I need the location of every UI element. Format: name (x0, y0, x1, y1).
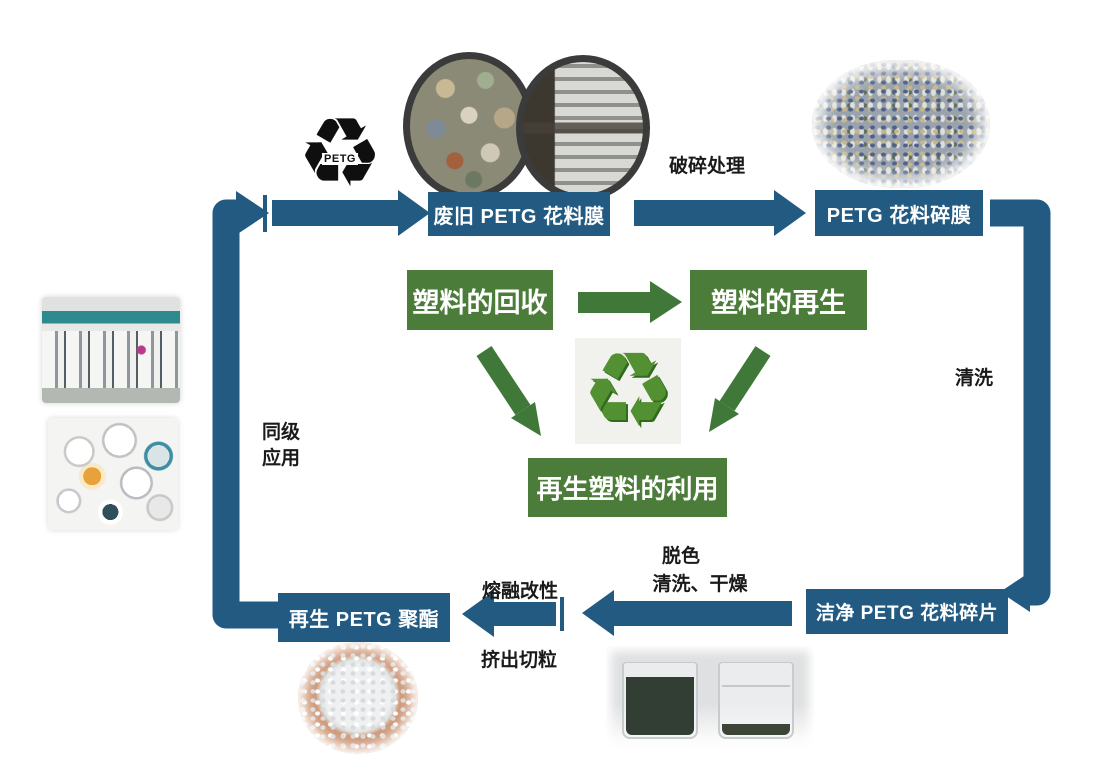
petg-recycle-symbol-icon: ♻ PETG (288, 106, 392, 202)
flow-melt-arrow-shaft (492, 602, 556, 626)
waterline (722, 685, 790, 687)
node-waste-petg-film: 废旧 PETG 花料膜 (428, 192, 610, 236)
flow-melt-arrow-tick (560, 597, 564, 631)
flow-top-arrow-tick (263, 195, 267, 232)
label-wash-dry: 清洗、干燥 (652, 574, 748, 595)
flow-left-elbow-arrow (212, 199, 292, 629)
photo-label-rolls (48, 418, 178, 530)
dark-liquid (626, 677, 694, 735)
flow-top-arrowhead (398, 190, 430, 236)
node-plastic-regeneration: 塑料的再生 (690, 270, 867, 330)
node-crushed-petg-film: PETG 花料碎膜 (815, 190, 983, 236)
photo-printing-press (42, 297, 180, 403)
label-crushing: 破碎处理 (668, 156, 745, 177)
flow-top-arrow-shaft (272, 200, 398, 226)
sediment (722, 724, 790, 735)
photo-baled-waste (516, 55, 650, 201)
flow-right-elbow-arrowhead (1000, 572, 1030, 612)
label-same-grade-line1: 同级 (261, 422, 300, 443)
green-recycle-arrows-icon: ♻ (575, 338, 681, 444)
label-melt-modification: 熔融改性 (481, 581, 558, 602)
green-mid-arrowhead (650, 281, 682, 323)
label-same-grade-line2: 应用 (261, 448, 300, 469)
green-diagonal-right-arrow (719, 346, 771, 411)
flow-washdry-arrow-shaft (612, 601, 792, 626)
flow-left-elbow-arrowhead (236, 191, 269, 235)
green-diagonal-left-arrowhead (511, 402, 541, 436)
flow-washdry-arrowhead (582, 590, 614, 636)
photo-crushed-flakes-pile (812, 60, 990, 188)
green-mid-arrow-shaft (578, 292, 650, 313)
flow-right-elbow-arrow (990, 199, 1051, 606)
node-recycled-petg-polyester: 再生 PETG 聚酯 (278, 593, 450, 642)
flow-melt-arrowhead (462, 591, 494, 637)
petg-symbol-label: PETG (322, 152, 358, 165)
label-decoloring: 脱色 (661, 546, 700, 567)
flow-crushing-arrow-shaft (634, 200, 774, 226)
photo-waste-film-rolls (403, 52, 535, 200)
photo-beaker-comparison (606, 646, 814, 750)
node-plastic-collection: 塑料的回收 (407, 270, 553, 330)
green-diagonal-right-arrowhead (709, 398, 739, 432)
node-recycled-plastic-utilization: 再生塑料的利用 (528, 458, 727, 517)
photo-hand-with-flakes (298, 642, 418, 754)
label-extrusion-pelletizing: 挤出切粒 (480, 650, 557, 671)
label-washing: 清洗 (954, 368, 993, 389)
node-clean-petg-flakes: 洁净 PETG 花料碎片 (806, 589, 1008, 634)
beaker-clear-liquid (718, 662, 794, 739)
flow-crushing-arrowhead (774, 190, 806, 236)
green-diagonal-left-arrow (476, 346, 531, 415)
beaker-dark-liquid (622, 662, 698, 739)
recycle-glyph: ♻ (581, 338, 675, 444)
